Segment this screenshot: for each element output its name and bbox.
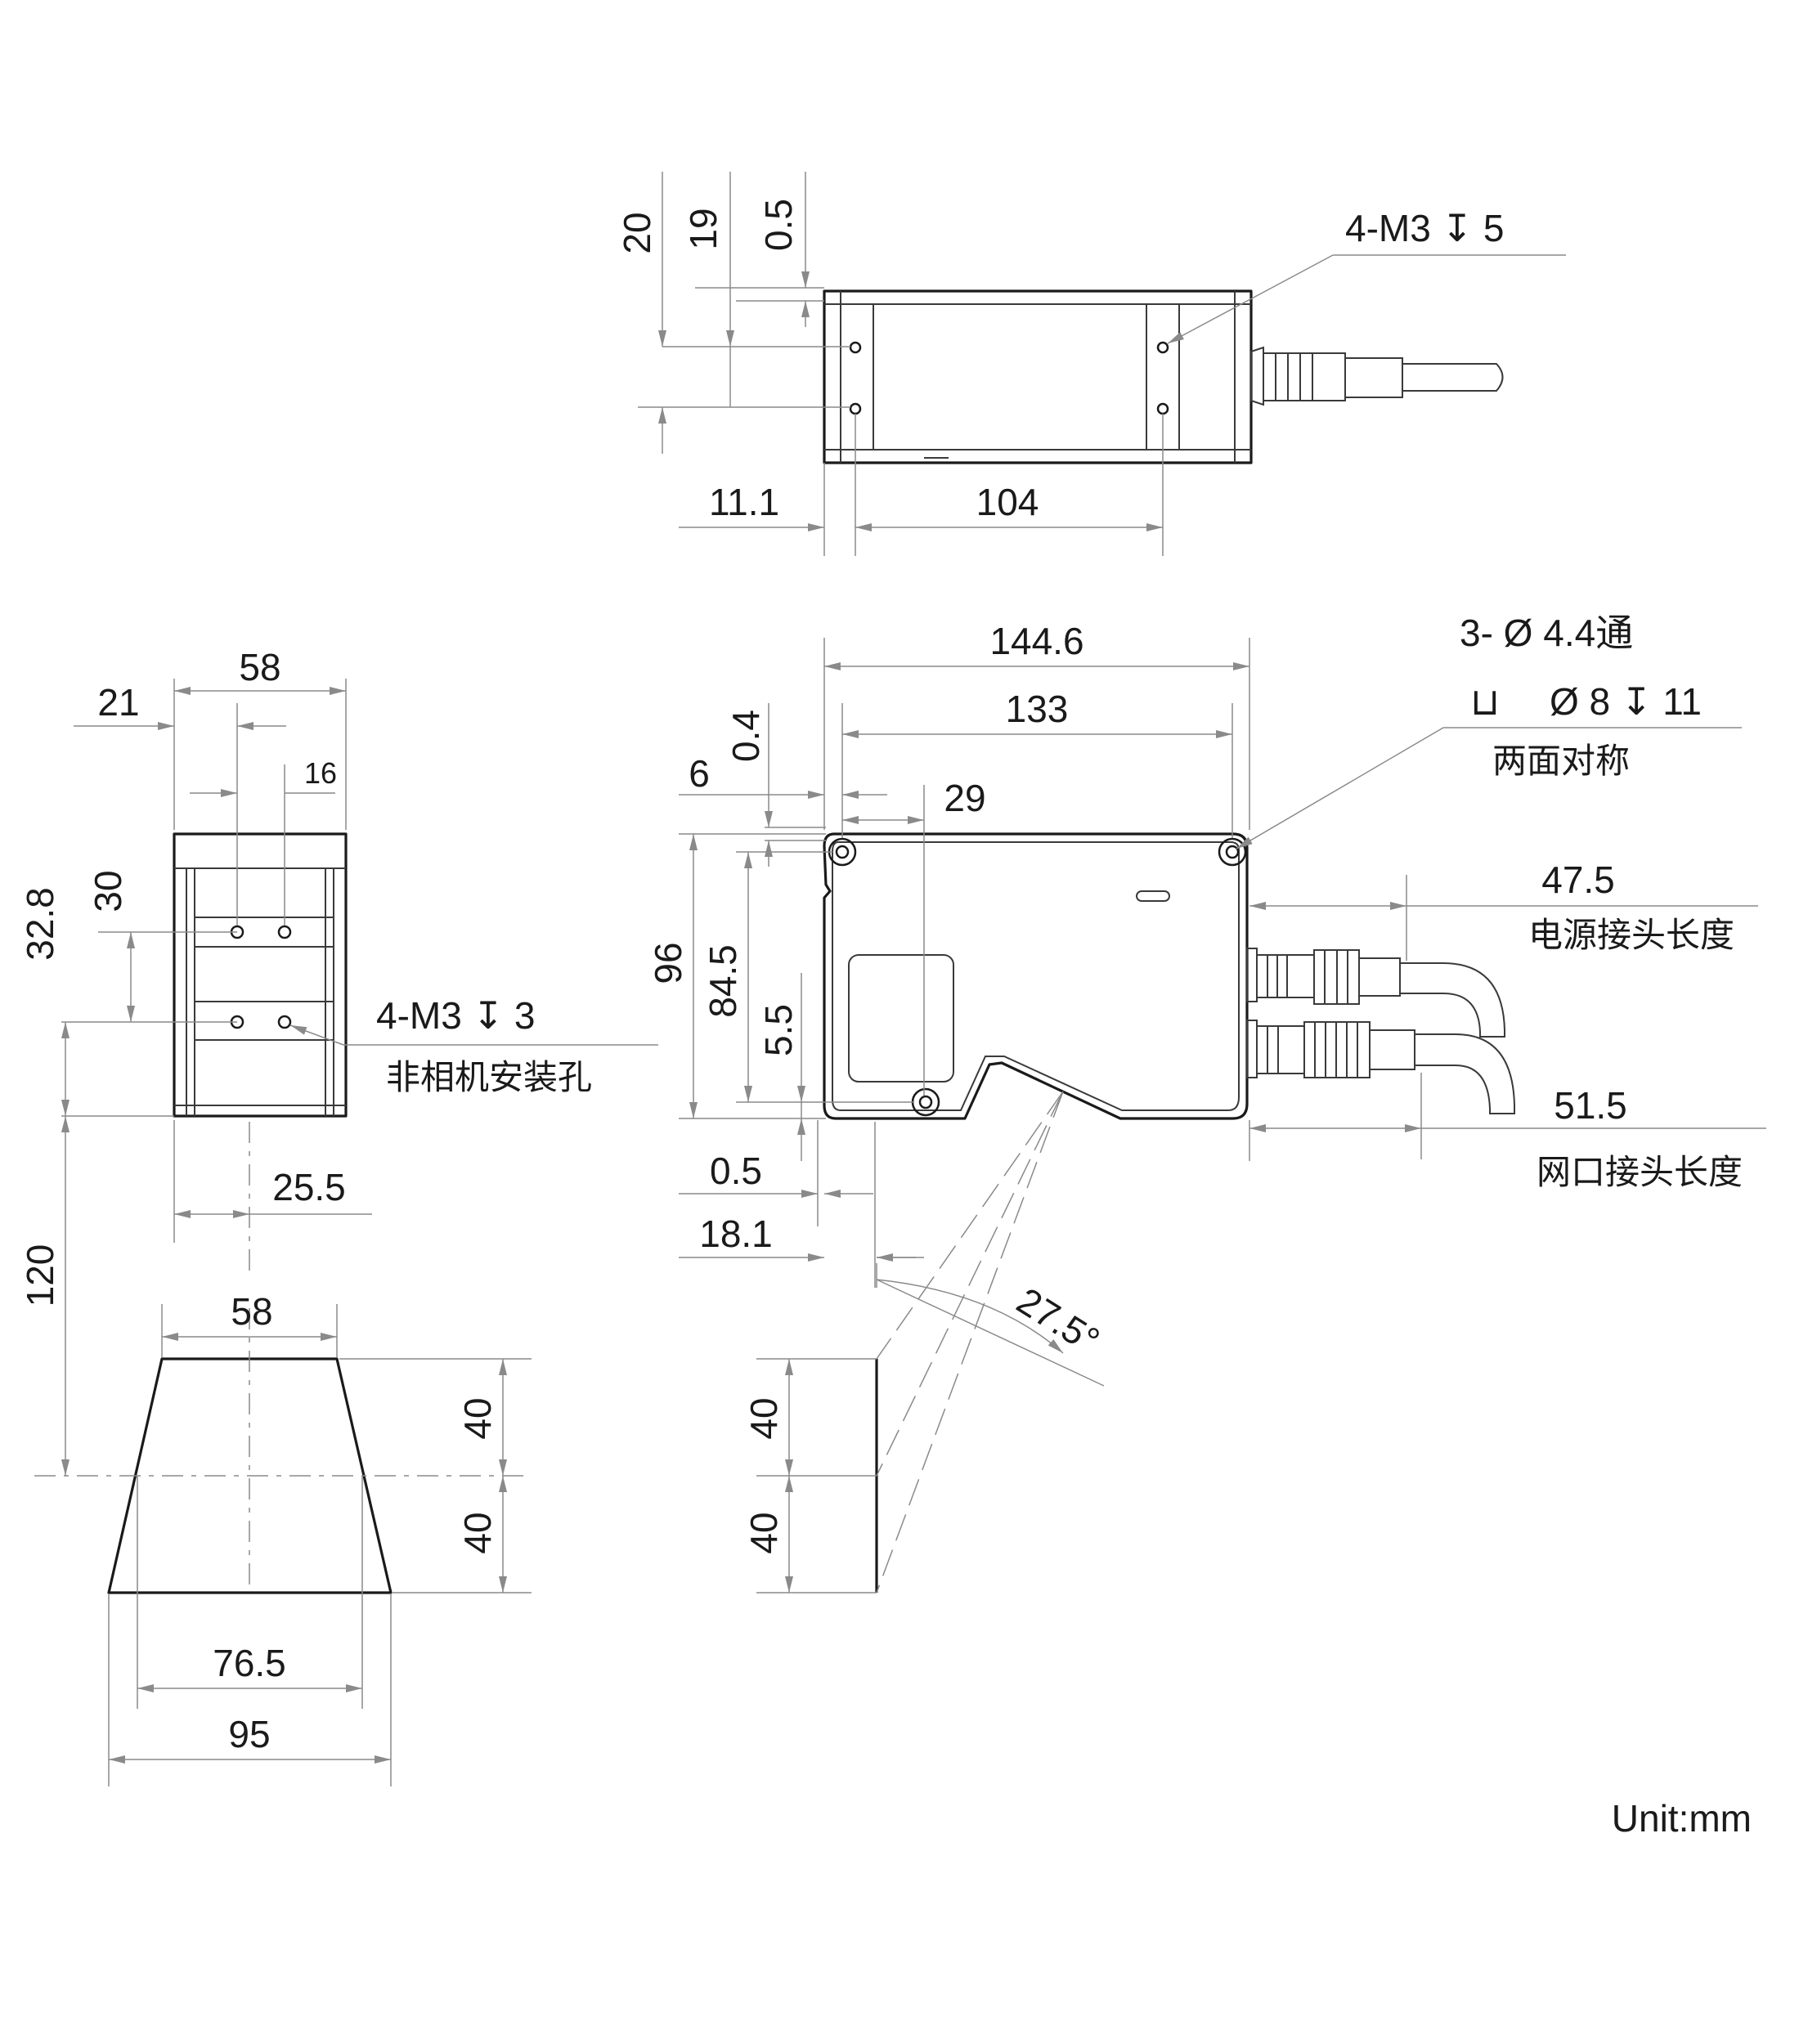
- dim-front-length-133: 133: [1006, 688, 1069, 730]
- side-view: 58 21 16 30 32.8 4-M3 ↧ 3 非相机安装孔 25.5 12…: [19, 646, 658, 1476]
- mount-hole: [277, 1015, 292, 1029]
- dim-top-offset-11-1: 11.1: [709, 481, 779, 523]
- mount-hole: [1156, 402, 1169, 415]
- dim-front-offset-6: 6: [689, 752, 710, 795]
- power-caption: 电源接头长度: [1528, 915, 1734, 955]
- field-of-view: 58 40 40 76.5 95: [34, 1290, 532, 1786]
- dim-side-height-30: 30: [87, 870, 129, 912]
- dim-top-height-20: 20: [616, 212, 658, 253]
- side-view-housing: [173, 832, 348, 1118]
- dim-side-height-32-8: 32.8: [19, 887, 61, 961]
- dim-front-offset-0-5: 0.5: [710, 1150, 762, 1192]
- dim-front-height-5-5: 5.5: [757, 1004, 800, 1056]
- dim-fov-near-width: 58: [231, 1290, 272, 1333]
- symmetric-note: 两面对称: [1492, 741, 1630, 781]
- dim-range-depth-lower: 40: [742, 1512, 785, 1553]
- counterbore-symbol: ⊔: [1470, 680, 1500, 723]
- through-hole-note: 3- Ø 4.4通: [1460, 612, 1633, 654]
- unit-label: Unit:mm: [1612, 1797, 1752, 1840]
- dim-front-offset-18-1: 18.1: [699, 1213, 773, 1255]
- camera-window: [848, 954, 954, 1083]
- dim-top-height-19: 19: [682, 208, 725, 249]
- side-hole-caption: 非相机安装孔: [386, 1057, 592, 1097]
- front-view: 144.6 133 6 29 0.4 96 84.5 5.5 0.5: [647, 612, 1766, 1288]
- dim-front-height-84-5: 84.5: [702, 944, 744, 1018]
- status-led: [1136, 890, 1170, 902]
- dim-side-offset-25-5: 25.5: [272, 1166, 346, 1208]
- dim-fov-depth-lower: 40: [456, 1512, 499, 1553]
- dim-side-width-58: 58: [239, 646, 280, 688]
- counterbore-note: Ø 8 ↧ 11: [1550, 680, 1702, 723]
- dim-top-offset-0-5: 0.5: [757, 199, 800, 251]
- mount-hole: [1156, 341, 1169, 354]
- mount-hole: [849, 402, 862, 415]
- power-connector: [1246, 948, 1505, 1038]
- dim-fov-mid-width: 76.5: [213, 1642, 286, 1684]
- side-thread-note: 4-M3 ↧ 3: [376, 994, 536, 1037]
- mount-hole: [1218, 837, 1247, 867]
- dim-front-height-96: 96: [647, 942, 689, 984]
- dim-side-offset-21: 21: [97, 681, 139, 724]
- dim-fov-far-width: 95: [228, 1713, 270, 1755]
- dim-top-spacing-104: 104: [976, 481, 1039, 523]
- front-view-housing: [823, 832, 1249, 1120]
- dim-fov-depth-upper: 40: [456, 1397, 499, 1439]
- network-connector: [1246, 1020, 1515, 1114]
- net-caption: 网口接头长度: [1537, 1152, 1743, 1192]
- dim-front-offset-29: 29: [944, 777, 985, 819]
- dim-front-length-144-6: 144.6: [989, 620, 1083, 662]
- beam-view: 27.5° 40 40: [742, 1091, 1107, 1594]
- fov-trapezoid: [107, 1357, 393, 1594]
- mount-hole: [277, 925, 292, 939]
- dim-front-offset-0-4: 0.4: [725, 710, 767, 762]
- top-view-housing: [823, 289, 1253, 464]
- dim-power-length: 47.5: [1541, 858, 1615, 901]
- top-thread-note: 4-M3 ↧ 5: [1345, 207, 1505, 249]
- dim-side-offset-16: 16: [304, 756, 337, 790]
- mount-hole: [911, 1087, 940, 1117]
- dim-net-length: 51.5: [1554, 1084, 1627, 1127]
- dim-range-depth-upper: 40: [742, 1397, 785, 1439]
- mount-hole: [849, 341, 862, 354]
- dim-side-distance-120: 120: [19, 1244, 61, 1307]
- top-connector: [1250, 346, 1504, 406]
- top-view: 20 19 0.5 11.1 104 4-M3 ↧ 5: [616, 172, 1566, 556]
